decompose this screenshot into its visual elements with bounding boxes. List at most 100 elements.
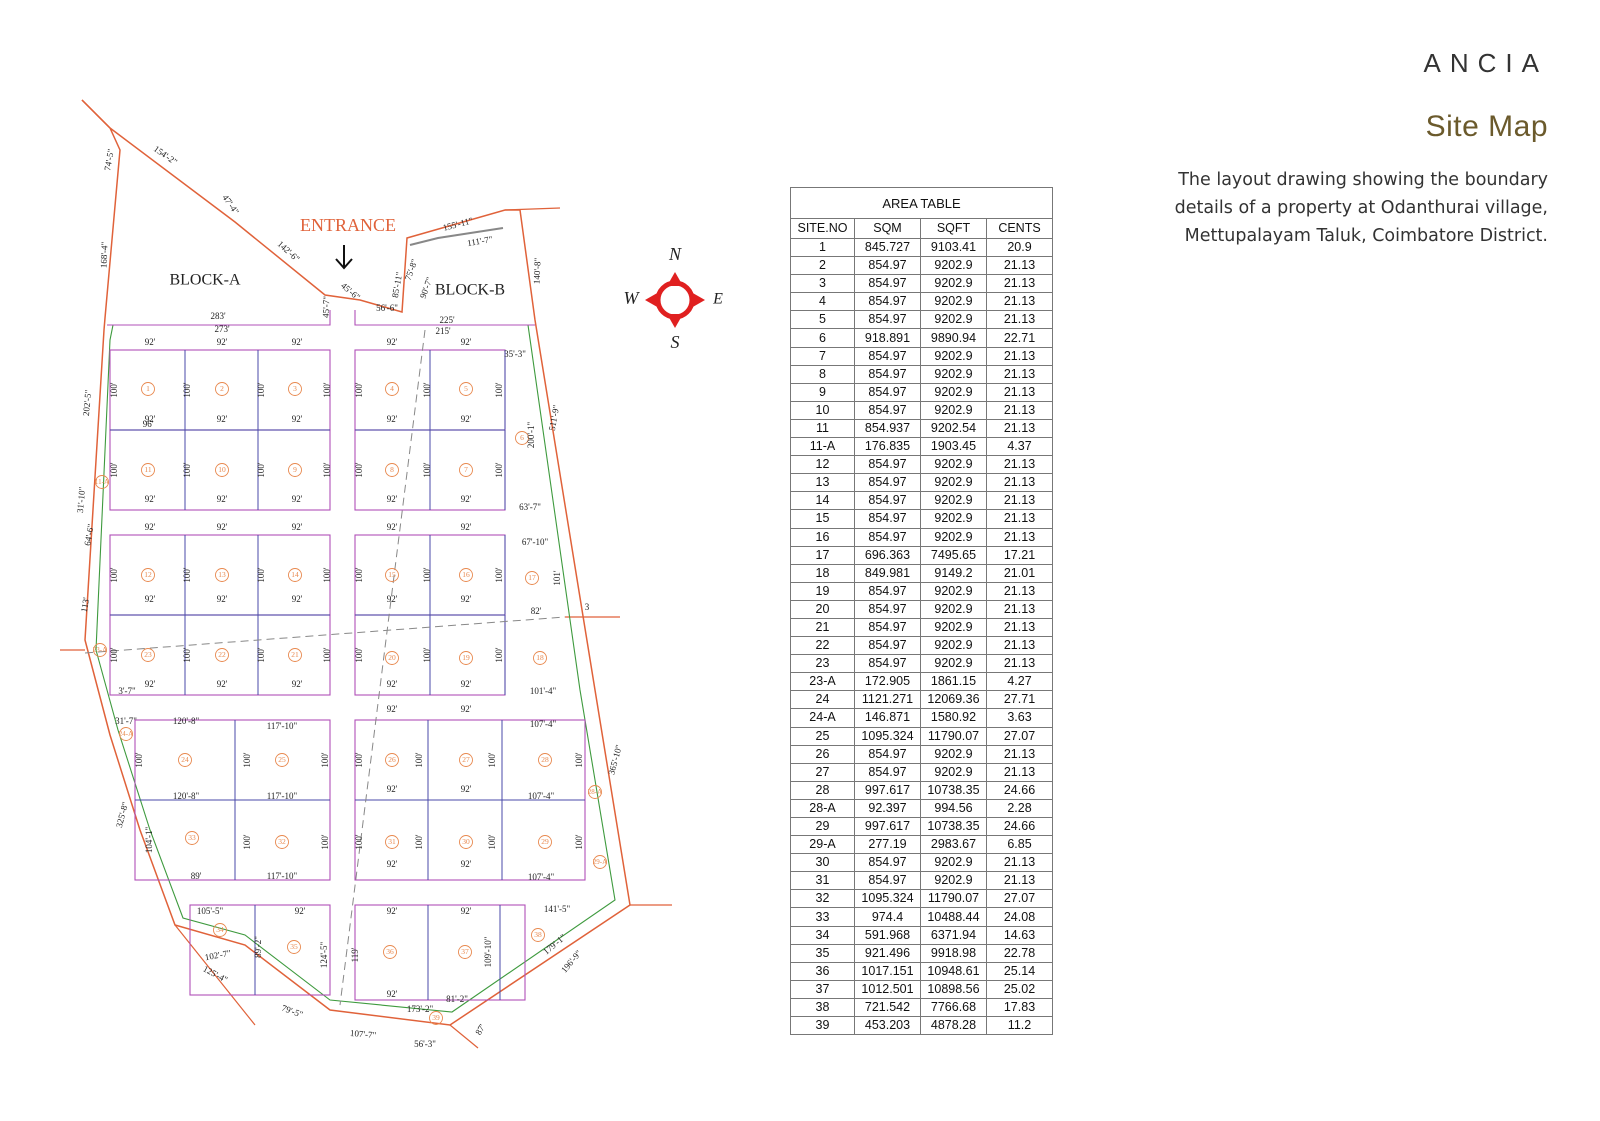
- boundary-edge: [81, 99, 111, 129]
- sqft-cell: 11790.07: [920, 726, 987, 746]
- cents-cell: 27.07: [986, 889, 1053, 909]
- block-dimension-label: 31'-7": [115, 716, 137, 726]
- block-dimension-label: 117'-10": [267, 871, 298, 881]
- block-b-bottom: [354, 904, 526, 1001]
- cents-cell: 27.07: [986, 726, 1053, 746]
- boundary-extension: [174, 924, 256, 1026]
- site-no-cell: 4: [790, 292, 855, 312]
- sqft-cell: 1861.15: [920, 672, 987, 692]
- site-no-cell: 29-A: [790, 835, 855, 855]
- block-dimension-label: 107'-4": [528, 872, 555, 882]
- plot-depth-dim: 100': [422, 647, 432, 663]
- plot-number-circle: [385, 835, 399, 849]
- sqm-cell: 696.363: [854, 545, 921, 565]
- plot-width-dim: 92': [217, 679, 228, 689]
- boundary-dimension-label: 87': [473, 1022, 487, 1037]
- brand-logo: ANCIA: [1423, 48, 1548, 78]
- sqm-cell: 1012.501: [854, 979, 921, 999]
- sqm-cell: 997.617: [854, 816, 921, 837]
- sqm-cell: 92.397: [854, 798, 921, 819]
- site-no-cell: 3: [790, 274, 855, 294]
- plot-number-label: 16: [462, 570, 470, 579]
- plot-number-label: 10: [218, 465, 226, 474]
- property-boundary: [81, 99, 631, 1026]
- cents-cell: 25.02: [986, 979, 1053, 999]
- plot-number-label: 2: [220, 384, 224, 393]
- cents-cell: 4.37: [986, 437, 1053, 457]
- sqm-cell: 1095.324: [854, 726, 921, 746]
- sqm-cell: 1095.324: [854, 889, 921, 909]
- plot-number-label: 7: [464, 465, 468, 474]
- plot-width-dim: 92': [292, 337, 303, 347]
- column-header: SITE.NO: [790, 218, 855, 239]
- cents-cell: 20.9: [986, 237, 1053, 258]
- boundary-dimension-label: 85'-11": [390, 271, 404, 299]
- sqft-cell: 9890.94: [920, 328, 987, 348]
- boundary-dimension-label: 56'-6": [376, 303, 398, 313]
- plot-number-circle: [275, 835, 289, 849]
- plot-number-circle: [275, 753, 289, 767]
- column-header: SQFT: [920, 218, 987, 239]
- compass-arrow-icon: [667, 314, 683, 328]
- sqm-cell: 854.97: [854, 256, 921, 276]
- site-no-cell: 38: [790, 997, 855, 1018]
- plot-depth-dim: 100': [322, 647, 332, 663]
- plot-number-label: 35: [290, 942, 298, 951]
- site-no-cell: 20: [790, 599, 855, 619]
- plot-number-label: 22: [218, 650, 226, 659]
- sqft-cell: 9202.9: [920, 292, 987, 312]
- plot-width-dim: 92': [387, 522, 398, 532]
- plot-number-label: 11-A: [95, 478, 109, 486]
- boundary-dimension-label: 140'-8": [532, 257, 543, 284]
- site-no-cell: 28-A: [790, 798, 855, 819]
- plot-number-label: 30: [462, 837, 470, 846]
- plot-depth-dim: 100': [242, 834, 252, 850]
- cents-cell: 11.2: [986, 1016, 1053, 1036]
- sqm-cell: 854.97: [854, 762, 921, 782]
- sqft-cell: 9202.9: [920, 509, 987, 529]
- plot-number-circle: [213, 923, 227, 937]
- site-no-cell: 23: [790, 654, 855, 674]
- sqm-cell: 854.97: [854, 400, 921, 420]
- plot-width-dim: 92': [295, 906, 306, 916]
- site-no-cell: 18: [790, 563, 855, 583]
- site-no-cell: 27: [790, 762, 855, 782]
- entrance-arrow-icon: [335, 258, 353, 270]
- sqm-cell: 997.617: [854, 780, 921, 800]
- cents-cell: 22.78: [986, 943, 1053, 963]
- plot-width-dim: 92': [292, 522, 303, 532]
- sqm-cell: 453.203: [854, 1016, 921, 1036]
- plot-number-label: 20: [388, 653, 396, 662]
- sqft-cell: 9202.9: [920, 617, 987, 638]
- plot-depth-dim: 100': [422, 462, 432, 478]
- block-dimension-label: 82': [531, 606, 542, 616]
- plot-number-circle: [95, 475, 109, 489]
- plot-width-dim: 92': [145, 594, 156, 604]
- plot-depth-dim: 100': [354, 462, 364, 478]
- page-title: Site Map: [1425, 110, 1548, 143]
- plot-number-label: 38: [534, 930, 542, 939]
- sqm-cell: 854.97: [854, 871, 921, 891]
- site-no-cell: 24-A: [790, 708, 855, 728]
- boundary-dimension-label: 90'-7": [418, 275, 435, 299]
- boundary-extension: [449, 1024, 479, 1049]
- area-table-caption: AREA TABLE: [790, 187, 1053, 219]
- sqm-cell: 918.891: [854, 328, 921, 348]
- sqm-cell: 845.727: [854, 237, 921, 258]
- plot-number-label: 23-A: [93, 646, 107, 654]
- boundary-dimension-label: 111'-7": [466, 234, 493, 248]
- compass-ring: [655, 280, 695, 320]
- plot-depth-dim: 100': [354, 834, 364, 850]
- site-no-cell: 8: [790, 364, 855, 384]
- cents-cell: 4.27: [986, 672, 1053, 692]
